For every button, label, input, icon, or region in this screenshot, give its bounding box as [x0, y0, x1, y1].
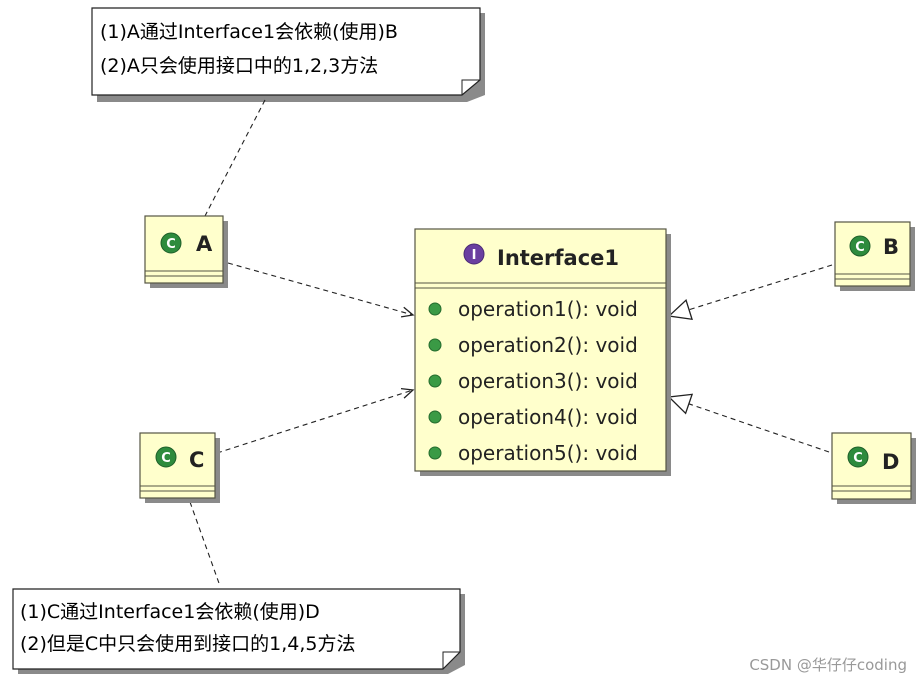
- operation-row[interactable]: operation3(): void: [428, 369, 638, 393]
- note-bottom-line-1: (1)C通过Interface1会依赖(使用)D: [20, 601, 320, 623]
- class-icon: C: [160, 232, 182, 254]
- note-top-anchor: [204, 99, 266, 217]
- operation-label: operation5(): void: [458, 441, 638, 465]
- class-b[interactable]: C B: [834, 221, 915, 291]
- realization-b-interface[interactable]: [669, 264, 833, 316]
- class-d[interactable]: C D: [831, 432, 916, 504]
- operation-bullet-icon: [428, 338, 442, 352]
- note-bottom-anchor: [189, 501, 221, 587]
- operation-row[interactable]: operation1(): void: [428, 297, 638, 321]
- operation-label: operation4(): void: [458, 405, 638, 429]
- class-c-name: C: [189, 448, 204, 472]
- svg-text:I: I: [472, 248, 477, 263]
- class-icon: C: [155, 446, 177, 468]
- operation-label: operation3(): void: [458, 369, 638, 393]
- dependency-a-interface[interactable]: [227, 262, 415, 318]
- svg-text:C: C: [855, 240, 865, 255]
- note-top-line-2: (2)A只会使用接口中的1,2,3方法: [100, 55, 378, 77]
- operation-bullet-icon: [428, 410, 442, 424]
- interface-icon: I: [463, 243, 485, 265]
- class-b-name: B: [883, 235, 899, 259]
- note-top-line-1: (1)A通过Interface1会依赖(使用)B: [100, 21, 398, 43]
- class-d-name: D: [882, 450, 899, 474]
- note-top[interactable]: (1)A通过Interface1会依赖(使用)B (2)A只会使用接口中的1,2…: [91, 7, 485, 102]
- operation-bullet-icon: [428, 302, 442, 316]
- svg-text:C: C: [853, 451, 863, 466]
- operation-row[interactable]: operation4(): void: [428, 405, 638, 429]
- interface-1[interactable]: I Interface1 operation1(): void operatio…: [414, 228, 671, 476]
- operation-bullet-icon: [428, 374, 442, 388]
- dependency-c-interface[interactable]: [216, 387, 415, 454]
- class-a[interactable]: C A: [144, 215, 228, 288]
- class-a-name: A: [196, 232, 213, 256]
- class-icon: C: [849, 235, 871, 257]
- interface-name: Interface1: [497, 246, 619, 270]
- operation-row[interactable]: operation2(): void: [428, 333, 638, 357]
- operation-label: operation1(): void: [458, 297, 638, 321]
- class-c[interactable]: C C: [139, 432, 220, 503]
- realization-d-interface[interactable]: [669, 397, 830, 453]
- note-bottom-line-2: (2)但是C中只会使用到接口的1,4,5方法: [20, 633, 356, 655]
- operation-row[interactable]: operation5(): void: [428, 441, 638, 465]
- class-icon: C: [847, 446, 869, 468]
- watermark: CSDN @华仔仔coding: [749, 656, 907, 674]
- svg-text:C: C: [166, 237, 176, 252]
- note-bottom[interactable]: (1)C通过Interface1会依赖(使用)D (2)但是C中只会使用到接口的…: [12, 588, 465, 674]
- operation-label: operation2(): void: [458, 333, 638, 357]
- svg-text:C: C: [161, 451, 171, 466]
- operation-bullet-icon: [428, 446, 442, 460]
